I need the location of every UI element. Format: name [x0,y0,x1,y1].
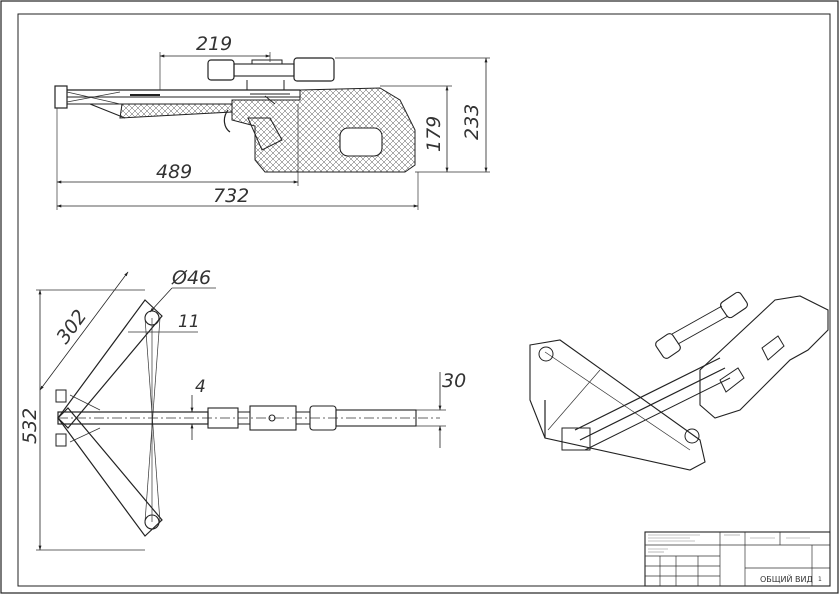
title-block-fine-text [648,534,810,553]
dim-179: 179 [380,85,452,173]
iso-rail [574,357,731,451]
iso-cutout-lower [719,367,745,393]
dim-46-label: Ø46 [171,267,211,289]
title-part-name: ОБЩИЙ ВИД [760,573,813,584]
side-view: 219 233 179 489 732 [54,33,490,210]
bow-limbs [55,299,163,537]
dim-732: 732 [56,172,419,210]
title-sheet-no: 1 [818,576,822,583]
pistol-grip [247,117,283,151]
dim-30-label: 30 [442,370,466,392]
dim-219-label: 219 [196,33,232,55]
dim-30: 30 [416,370,466,448]
dim-489-label: 489 [156,161,192,183]
stock-body [119,103,233,119]
dim-532-label: 532 [19,408,41,444]
top-view: 302 Ø46 11 532 4 30 [19,267,466,551]
iso-scope [655,291,748,359]
trigger [223,109,231,133]
dim-219: 219 [159,33,271,90]
rail-assembly [54,85,300,119]
dim-4: 4 [190,377,206,440]
mechanism-lines [130,93,290,105]
title-block: ОБЩИЙ ВИД 1 [644,531,831,587]
dim-179-label: 179 [423,116,445,152]
iso-stock [699,295,829,419]
dim-233: 233 [335,57,490,173]
butt-stock [231,87,416,173]
scope [207,57,335,90]
dim-489: 489 [56,104,299,210]
stock-cutout [339,127,383,157]
dim-4-label: 4 [195,377,206,397]
barrel-rail [57,405,440,431]
isometric-view [529,291,829,471]
dim-233-label: 233 [461,104,483,140]
dim-302-label: 302 [52,306,91,348]
iso-cutout-upper [761,335,785,361]
dim-46: Ø46 [149,267,216,313]
dim-11: 11 [128,312,200,333]
iso-bow [529,339,706,471]
dim-532: 532 [19,289,145,551]
dim-11-label: 11 [178,312,200,332]
dim-732-label: 732 [213,185,249,207]
